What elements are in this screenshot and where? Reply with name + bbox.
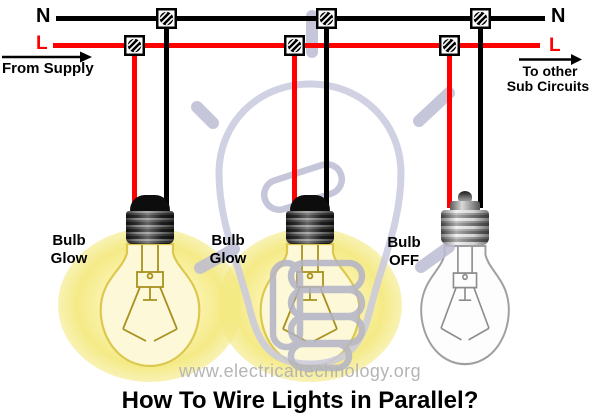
bulb1-cap-dome — [130, 195, 170, 213]
bulb3-neutral-drop-wire — [478, 18, 483, 208]
bulb3-state-line1: Bulb — [387, 234, 421, 251]
bulb2-neutral-drop-wire — [324, 18, 329, 212]
bulb3-cap-collar — [441, 210, 489, 245]
to-other-label-line1: To other — [522, 63, 578, 79]
live-label-left: L — [36, 33, 48, 54]
live-label-right: L — [549, 35, 561, 56]
junction-box-icon — [439, 35, 460, 56]
junction-box-icon — [124, 35, 145, 56]
from-supply-label: From Supply — [2, 60, 94, 77]
junction-box-icon — [156, 8, 177, 29]
bulb3-cap-ring — [450, 201, 480, 212]
neutral-bus-wire — [56, 16, 545, 21]
bulb2-state-line2: Glow — [209, 249, 247, 267]
bulb3-state-line2: OFF — [389, 251, 419, 269]
neutral-label-right: N — [551, 5, 566, 27]
bulb1-state-line2: Glow — [50, 249, 88, 267]
junction-box-icon — [316, 8, 337, 29]
junction-box-icon — [284, 35, 305, 56]
bulb2-cap-dome — [290, 195, 330, 213]
bulb1-cap-threads — [126, 211, 174, 244]
bulb2-cap-threads — [286, 211, 334, 244]
junction-box-icon — [470, 8, 491, 29]
watermark-url: www.electricaltechnology.org — [179, 361, 421, 381]
bulb2-live-drop-wire — [292, 46, 297, 212]
to-other-label-line2: Sub Circuits — [506, 78, 590, 94]
bulb3-live-drop-wire — [447, 46, 452, 208]
neutral-label-left: N — [36, 5, 51, 27]
from-supply-arrow-icon — [2, 51, 92, 63]
bulb3-state-label: Bulb OFF — [382, 234, 426, 269]
bulb1-state-label: Bulb Glow — [47, 232, 91, 267]
bulb1-neutral-drop-wire — [164, 18, 169, 212]
diagram-title: How To Wire Lights in Parallel? — [121, 387, 479, 414]
bulb2-state-line1: Bulb — [211, 232, 245, 249]
to-other-arrow-icon — [519, 54, 582, 65]
bulb3-cap-tip — [458, 191, 472, 203]
bulb2-state-label: Bulb Glow — [205, 232, 251, 267]
bulb1-state-line1: Bulb — [52, 232, 86, 249]
bulb1-live-drop-wire — [132, 46, 137, 212]
